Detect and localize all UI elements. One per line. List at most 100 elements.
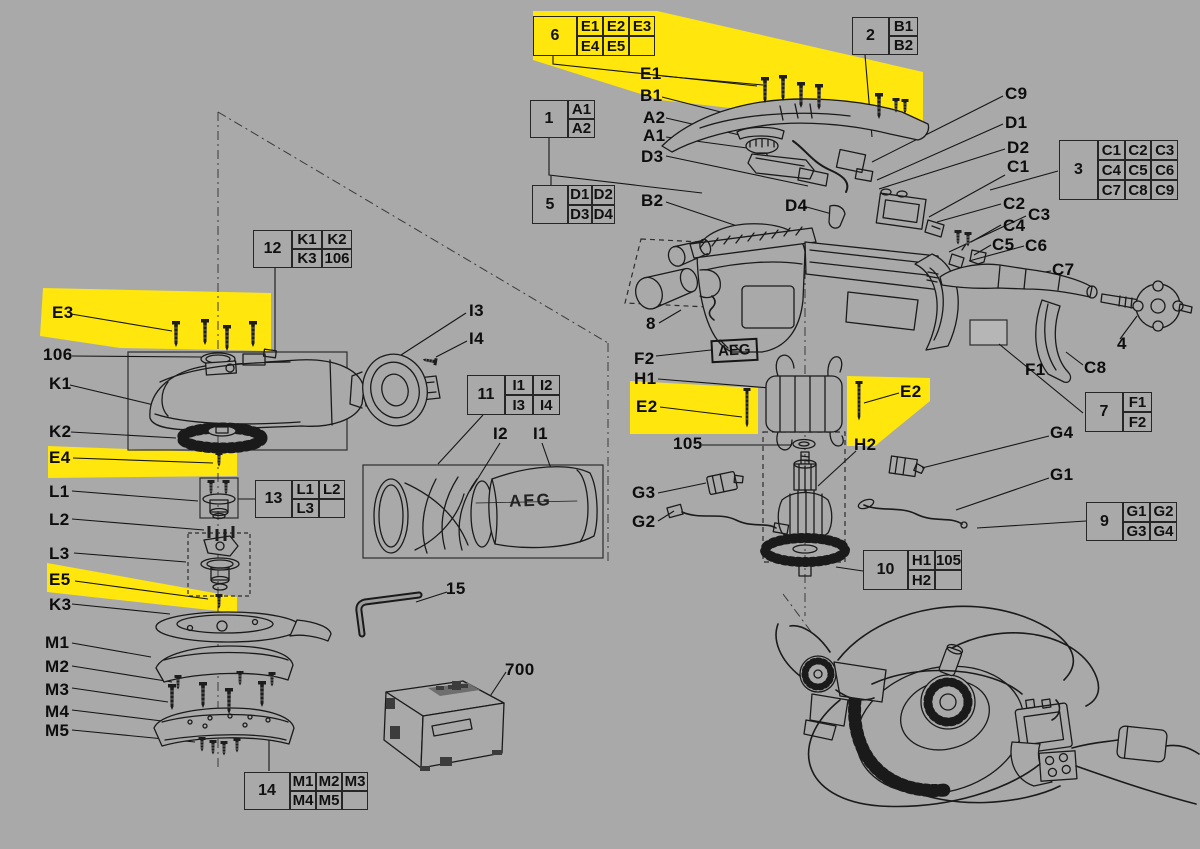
callout-cell[interactable]: L1 (292, 480, 319, 499)
callout-cell[interactable]: L2 (318, 480, 345, 499)
part-label-k1[interactable]: K1 (49, 374, 72, 393)
part-label-f1[interactable]: F1 (1025, 360, 1046, 379)
callout-cell[interactable]: H2 (908, 570, 935, 590)
callout-cell[interactable]: E4 (577, 36, 603, 56)
callout-cell[interactable] (342, 791, 368, 810)
part-label-m5[interactable]: M5 (45, 721, 70, 740)
part-label-num-700[interactable]: 700 (505, 660, 535, 679)
part-label-l2[interactable]: L2 (49, 510, 70, 529)
part-label-h2[interactable]: H2 (854, 435, 877, 454)
callout-cell[interactable] (318, 499, 345, 518)
callout-cell[interactable]: D1 (568, 185, 592, 205)
part-label-num-105[interactable]: 105 (673, 434, 703, 453)
part-label-d2[interactable]: D2 (1007, 138, 1030, 157)
callout-cell[interactable]: 106 (322, 249, 352, 268)
part-label-d1[interactable]: D1 (1005, 113, 1028, 132)
callout-cell[interactable]: D3 (568, 204, 592, 224)
part-label-num-15[interactable]: 15 (446, 579, 466, 598)
callout-cell[interactable]: M2 (316, 772, 342, 791)
callout-cell[interactable]: M4 (290, 791, 316, 810)
part-label-c8[interactable]: C8 (1084, 358, 1107, 377)
part-label-b2[interactable]: B2 (641, 191, 664, 210)
part-label-l1[interactable]: L1 (49, 482, 70, 501)
part-label-l3[interactable]: L3 (49, 544, 70, 563)
callout-cell[interactable]: C9 (1151, 180, 1178, 200)
part-label-d3[interactable]: D3 (641, 147, 664, 166)
part-label-e4[interactable]: E4 (49, 448, 71, 467)
callout-cell[interactable] (629, 36, 655, 56)
callout-cell[interactable]: K2 (322, 230, 352, 249)
callout-cell[interactable]: G4 (1150, 521, 1177, 541)
callout-cell[interactable]: G3 (1123, 521, 1150, 541)
part-label-h1[interactable]: H1 (634, 369, 657, 388)
callout-cell[interactable]: L3 (292, 499, 319, 518)
part-label-m1[interactable]: M1 (45, 633, 70, 652)
part-label-a2[interactable]: A2 (643, 108, 666, 127)
callout-cell[interactable]: H1 (908, 550, 935, 570)
callout-cell[interactable]: C7 (1098, 180, 1125, 200)
part-label-k3[interactable]: K3 (49, 595, 72, 614)
callout-cell[interactable]: 105 (934, 550, 962, 570)
callout-cell[interactable]: F1 (1123, 392, 1152, 412)
callout-cell[interactable]: K3 (292, 249, 322, 268)
callout-cell[interactable]: I4 (532, 395, 560, 415)
part-label-i4[interactable]: I4 (469, 329, 484, 348)
callout-cell[interactable]: I2 (532, 375, 560, 395)
callout-cell[interactable]: B1 (889, 17, 918, 36)
callout-cell[interactable]: D2 (591, 185, 615, 205)
part-label-m2[interactable]: M2 (45, 657, 70, 676)
callout-cell[interactable]: K1 (292, 230, 322, 249)
callout-cell[interactable]: B2 (889, 36, 918, 55)
callout-cell[interactable]: C2 (1124, 140, 1152, 160)
part-label-g4[interactable]: G4 (1050, 423, 1074, 442)
part-label-f2[interactable]: F2 (634, 349, 655, 368)
part-label-c7[interactable]: C7 (1052, 260, 1075, 279)
part-label-b1[interactable]: B1 (640, 86, 663, 105)
part-label-num-8[interactable]: 8 (646, 314, 656, 333)
callout-cell[interactable]: E3 (629, 16, 655, 36)
callout-cell[interactable]: C4 (1098, 160, 1125, 180)
part-label-i1[interactable]: I1 (533, 424, 548, 443)
part-label-c3[interactable]: C3 (1028, 205, 1051, 224)
part-label-e2-right[interactable]: E2 (900, 382, 922, 401)
callout-cell[interactable]: A1 (568, 100, 595, 119)
callout-cell[interactable] (934, 570, 962, 590)
callout-cell[interactable]: C3 (1151, 140, 1178, 160)
callout-cell[interactable]: M1 (290, 772, 316, 791)
callout-cell[interactable]: C1 (1098, 140, 1125, 160)
part-label-m4[interactable]: M4 (45, 702, 70, 721)
part-label-c5[interactable]: C5 (992, 235, 1015, 254)
part-label-g2[interactable]: G2 (632, 512, 656, 531)
part-label-m3[interactable]: M3 (45, 680, 70, 699)
part-label-e5[interactable]: E5 (49, 570, 71, 589)
part-label-d4[interactable]: D4 (785, 196, 808, 215)
callout-cell[interactable]: D4 (591, 204, 615, 224)
callout-cell[interactable]: E1 (577, 16, 603, 36)
part-label-c4[interactable]: C4 (1003, 216, 1026, 235)
part-label-g3[interactable]: G3 (632, 483, 656, 502)
part-label-c2[interactable]: C2 (1003, 194, 1026, 213)
callout-cell[interactable]: G1 (1123, 502, 1150, 522)
part-label-c6[interactable]: C6 (1025, 236, 1048, 255)
callout-cell[interactable]: A2 (568, 119, 595, 138)
callout-cell[interactable]: E5 (603, 36, 629, 56)
callout-cell[interactable]: M5 (316, 791, 342, 810)
callout-cell[interactable]: C6 (1151, 160, 1178, 180)
callout-cell[interactable]: C5 (1124, 160, 1152, 180)
part-label-e2-left[interactable]: E2 (636, 397, 658, 416)
callout-cell[interactable]: C8 (1124, 180, 1152, 200)
part-label-i2[interactable]: I2 (493, 424, 508, 443)
part-label-a1[interactable]: A1 (643, 126, 666, 145)
callout-cell[interactable]: F2 (1123, 412, 1152, 432)
callout-cell[interactable]: G2 (1150, 502, 1177, 522)
